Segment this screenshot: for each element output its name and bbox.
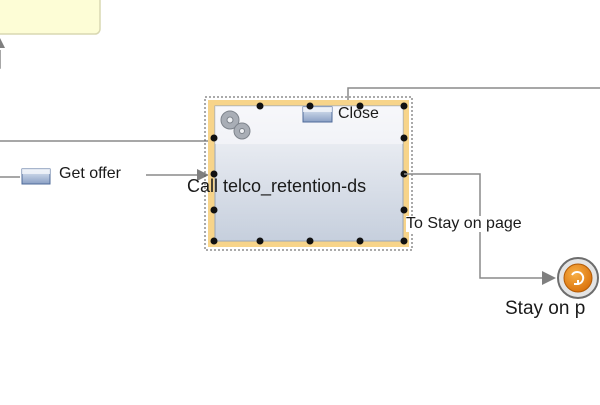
note-connector-arrowhead bbox=[0, 38, 5, 48]
stay-link-label[interactable]: To Stay on page bbox=[406, 215, 522, 232]
get-offer-link-label[interactable]: Get offer bbox=[59, 165, 121, 182]
gears-icon bbox=[220, 110, 251, 140]
selection-handles[interactable] bbox=[210, 102, 408, 245]
task-node-title[interactable]: Call telco_retention-ds bbox=[187, 176, 367, 196]
end-node-label[interactable]: Stay on p bbox=[505, 298, 586, 319]
end-node[interactable] bbox=[557, 257, 599, 299]
get-offer-arrowhead bbox=[197, 169, 209, 181]
link-flag-icon bbox=[21, 168, 51, 185]
note-box[interactable] bbox=[0, 0, 101, 35]
redirect-arrow-icon bbox=[571, 271, 585, 285]
close-link-label[interactable]: Close bbox=[338, 105, 379, 122]
stay-link-arrowhead bbox=[542, 271, 556, 285]
get-offer-link-line[interactable] bbox=[0, 174, 200, 178]
close-link-flag-icon bbox=[302, 106, 333, 123]
